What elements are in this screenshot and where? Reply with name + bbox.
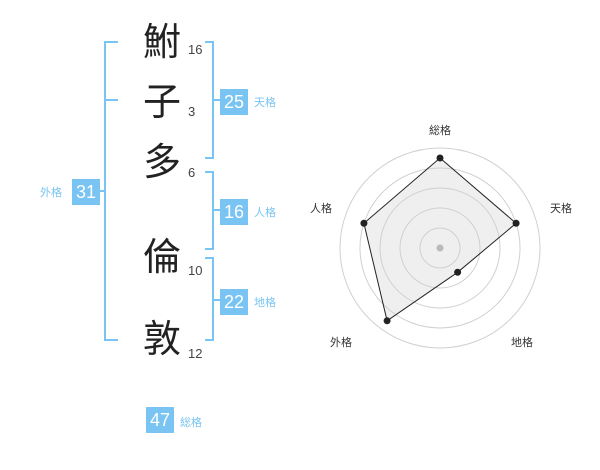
radar-ring-4 <box>359 167 521 329</box>
stroke-count-3: 6 <box>188 165 196 180</box>
stroke-count-1: 16 <box>188 42 203 57</box>
chikaku-bracket <box>205 257 214 341</box>
fortune-radar-chart: 総格 天格 地格 外格 人格 <box>310 123 572 349</box>
radar-point-1 <box>436 154 444 162</box>
tenkaku-bracket <box>205 41 214 159</box>
name-char-3: 多 <box>142 140 181 184</box>
radar-point-4 <box>383 317 391 325</box>
radar-point-3 <box>454 268 462 276</box>
name-char-4: 倫 <box>142 235 181 279</box>
tenkaku-label: 天格 <box>254 96 276 109</box>
radar-ring-2 <box>399 207 481 289</box>
fortune-brackets <box>94 41 222 341</box>
chikaku-value: 22 <box>220 289 248 315</box>
radar-rings <box>339 147 541 349</box>
radar-axis-label-jinkaku: 人格 <box>310 201 332 215</box>
radar-point-5 <box>360 219 368 227</box>
radar-polygon <box>363 157 517 322</box>
radar-points <box>360 154 520 325</box>
name-char-2: 子 <box>142 80 181 124</box>
radar-ring-1 <box>419 227 461 269</box>
jinkaku-value: 16 <box>220 199 248 225</box>
radar-ring-5 <box>339 147 541 349</box>
radar-axis-label-soukaku: 総格 <box>429 123 451 137</box>
jinkaku-bracket <box>205 171 214 250</box>
radar-axis-label-chikaku: 地格 <box>511 335 533 349</box>
name-char-5: 敦 <box>142 317 181 361</box>
radar-point-2 <box>512 219 520 227</box>
name-char-1: 鮒 <box>142 20 181 64</box>
radar-axis-label-tenkaku: 天格 <box>550 201 572 215</box>
jinkaku-label: 人格 <box>254 206 276 219</box>
stroke-count-2: 3 <box>188 104 196 119</box>
gaikaku-label: 外格 <box>40 186 62 199</box>
stroke-count-5: 12 <box>188 346 203 361</box>
radar-ring-3 <box>379 187 501 309</box>
radar-center-dot <box>436 244 444 252</box>
radar-axis-label-gaikaku: 外格 <box>330 335 352 349</box>
soukaku-label: 総格 <box>180 416 202 429</box>
chikaku-label: 地格 <box>254 296 276 309</box>
stroke-count-4: 10 <box>188 263 203 278</box>
tenkaku-value: 25 <box>220 89 248 115</box>
gaikaku-value: 31 <box>72 179 100 205</box>
gaikaku-bracket <box>104 41 118 341</box>
soukaku-value: 47 <box>146 407 174 433</box>
